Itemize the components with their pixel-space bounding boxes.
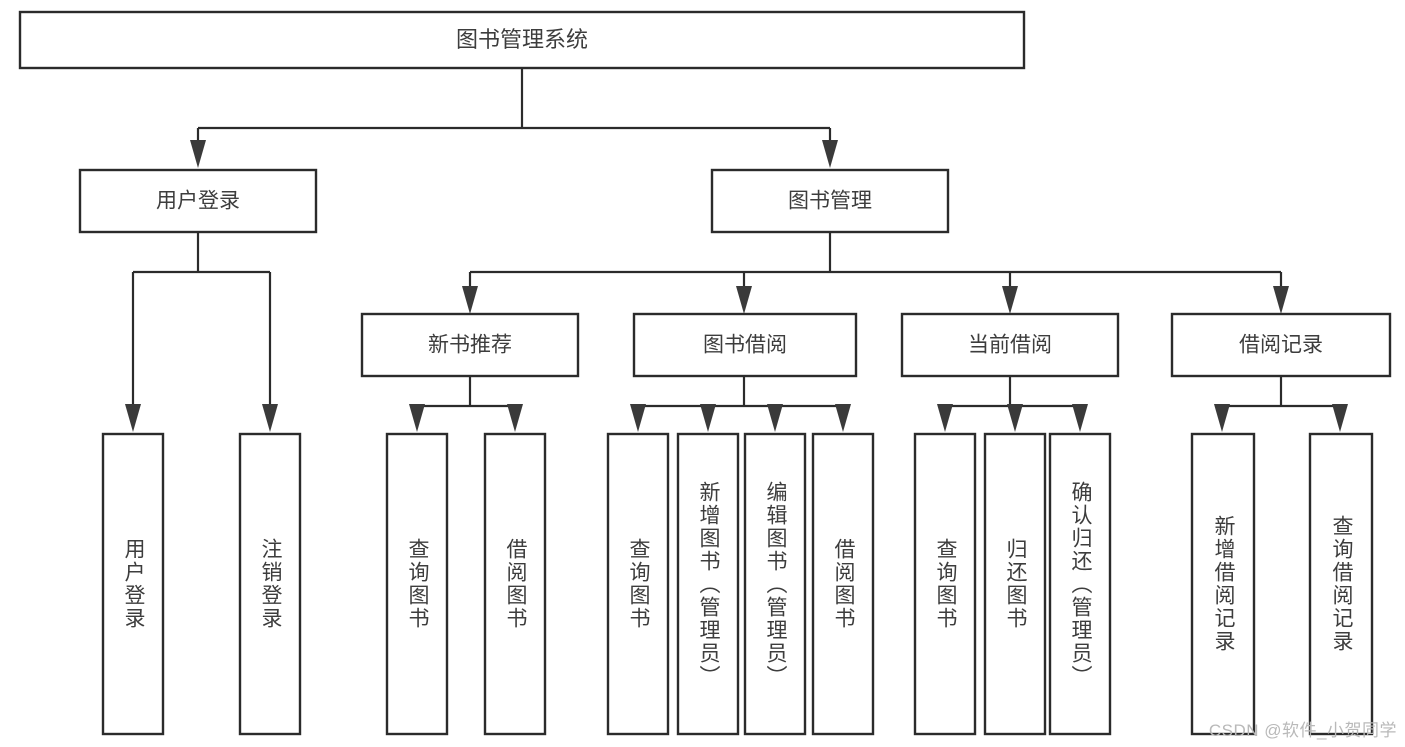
arrow-currentborrow-leaf1-icon [937, 404, 953, 432]
connector-group-user-login [125, 232, 278, 432]
leaf-box-borrow-record-2[interactable] [1308, 432, 1374, 736]
leaf-boxes-borrow-record [1190, 432, 1374, 736]
leaf-box-current-borrow-2[interactable] [983, 432, 1047, 736]
node-book-borrow-box[interactable] [632, 312, 858, 378]
node-new-book[interactable]: 新书推荐 [360, 312, 580, 378]
node-book-borrow-label: 图书借阅 [703, 334, 787, 357]
node-current-borrow-label: 当前借阅 [968, 334, 1052, 357]
leaf-boxes-book-borrow [606, 432, 875, 736]
node-new-book-box[interactable] [360, 312, 580, 378]
connector-group-borrow-record [1214, 376, 1348, 432]
leaf-box-new-book-1[interactable] [385, 432, 449, 736]
connector-group-book-borrow [630, 376, 851, 432]
node-borrow-record-label: 借阅记录 [1239, 334, 1323, 357]
leaf-box-book-borrow-1[interactable] [606, 432, 670, 736]
node-current-borrow-box[interactable] [900, 312, 1120, 378]
arrow-root-to-user-icon [190, 140, 206, 168]
leaf-boxes-user-login [101, 432, 302, 736]
arrow-bookborrow-leaf3-icon [767, 404, 783, 432]
arrow-currentborrow-leaf3-icon [1072, 404, 1088, 432]
node-borrow-record[interactable]: 借阅记录 [1170, 312, 1392, 378]
node-current-borrow[interactable]: 当前借阅 [900, 312, 1120, 378]
arrow-borrowrecord-leaf2-icon [1332, 404, 1348, 432]
node-book-borrow[interactable]: 图书借阅 [632, 312, 858, 378]
leaf-box-user-login-2[interactable] [238, 432, 302, 736]
leaf-box-current-borrow-3[interactable] [1048, 432, 1112, 736]
node-new-book-label: 新书推荐 [428, 334, 512, 357]
leaf-box-user-login-1[interactable] [101, 432, 165, 736]
node-root-label: 图书管理系统 [456, 27, 588, 52]
node-root[interactable]: 图书管理系统 [18, 10, 1026, 70]
leaf-box-new-book-2[interactable] [483, 432, 547, 736]
node-user-login-box[interactable] [78, 168, 318, 234]
arrow-book-c4-icon [1273, 286, 1289, 314]
connector-group-current-borrow [937, 376, 1088, 432]
arrow-bookborrow-leaf2-icon [700, 404, 716, 432]
arrow-bookborrow-leaf4-icon [835, 404, 851, 432]
leaf-boxes-new-book [385, 432, 547, 736]
connector-group-book-manage [462, 232, 1289, 314]
leaf-box-current-borrow-1[interactable] [913, 432, 977, 736]
node-book-manage-label: 图书管理 [788, 190, 872, 213]
node-user-login[interactable]: 用户登录 [78, 168, 318, 234]
node-user-login-label: 用户登录 [156, 190, 240, 213]
node-book-manage-box[interactable] [710, 168, 950, 234]
leaf-box-book-borrow-2[interactable] [676, 432, 740, 736]
node-root-box[interactable] [18, 10, 1026, 70]
arrow-bookborrow-leaf1-icon [630, 404, 646, 432]
leaf-box-book-borrow-4[interactable] [811, 432, 875, 736]
arrow-book-c2-icon [736, 286, 752, 314]
arrow-book-c1-icon [462, 286, 478, 314]
arrow-currentborrow-leaf2-icon [1007, 404, 1023, 432]
node-borrow-record-box[interactable] [1170, 312, 1392, 378]
connector-group-new-book [409, 376, 523, 432]
arrow-newbook-leaf2-icon [507, 404, 523, 432]
arrow-book-c3-icon [1002, 286, 1018, 314]
node-book-manage[interactable]: 图书管理 [710, 168, 950, 234]
arrow-borrowrecord-leaf1-icon [1214, 404, 1230, 432]
leaf-boxes-current-borrow [913, 432, 1112, 736]
arrow-user-leaf2-icon [262, 404, 278, 432]
csdn-watermark: CSDN @软件_小贺同学 [1208, 721, 1397, 740]
arrow-user-leaf1-icon [125, 404, 141, 432]
connector-group-root [190, 68, 838, 168]
leaf-box-borrow-record-1[interactable] [1190, 432, 1256, 736]
arrow-root-to-book-icon [822, 140, 838, 168]
arrow-newbook-leaf1-icon [409, 404, 425, 432]
leaf-box-book-borrow-3[interactable] [743, 432, 807, 736]
